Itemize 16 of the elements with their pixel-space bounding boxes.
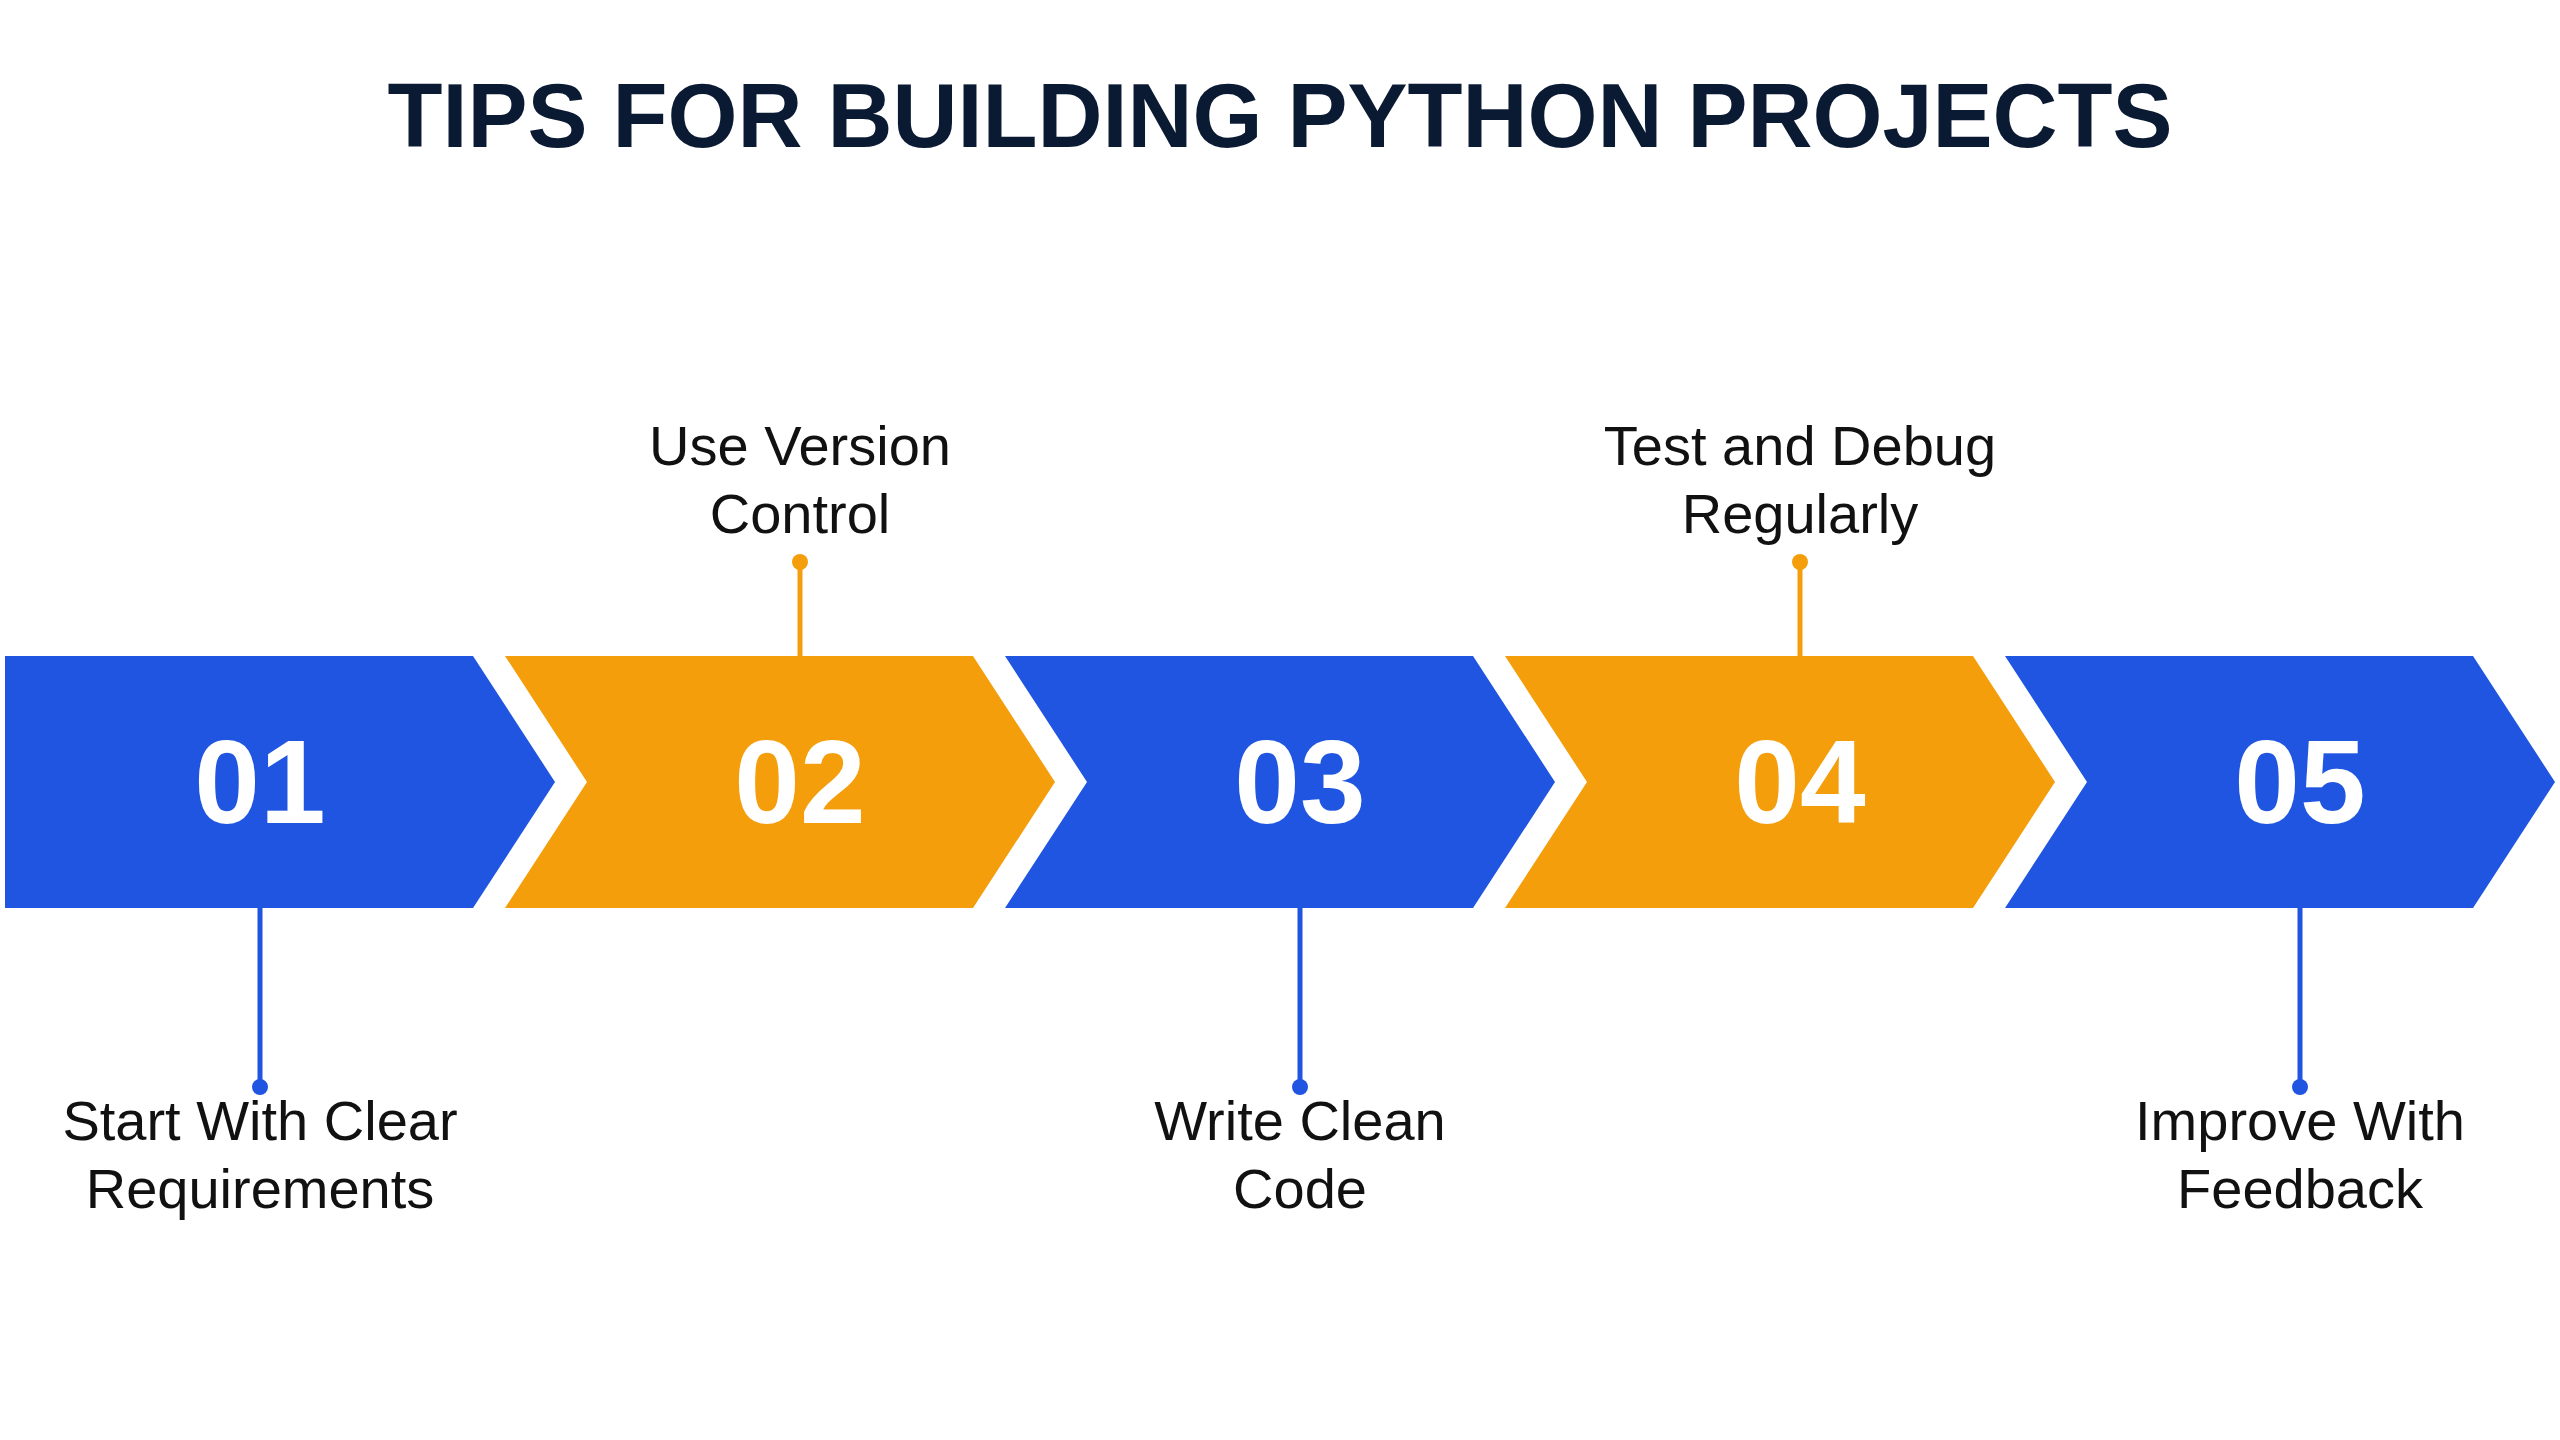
step-number: 05: [2233, 723, 2367, 841]
step-label: Start With Clear Requirements: [61, 1088, 459, 1223]
step-label: Use Version Control: [648, 413, 952, 548]
step-label: Test and Debug Regularly: [1602, 413, 1998, 548]
step-number: 02: [733, 723, 867, 841]
leader-line: [1292, 908, 1308, 1095]
leader-line: [1792, 554, 1808, 656]
step-label: Improve With Feedback: [2134, 1088, 2466, 1223]
leader-line: [792, 554, 808, 656]
title: TIPS FOR BUILDING PYTHON PROJECTS: [386, 65, 2174, 168]
leader-line: [2292, 908, 2308, 1095]
step-number: 03: [1233, 723, 1367, 841]
step-label: Write Clean Code: [1153, 1088, 1447, 1223]
step-number: 01: [193, 723, 327, 841]
leader-line: [252, 908, 268, 1095]
step-number: 04: [1733, 723, 1867, 841]
